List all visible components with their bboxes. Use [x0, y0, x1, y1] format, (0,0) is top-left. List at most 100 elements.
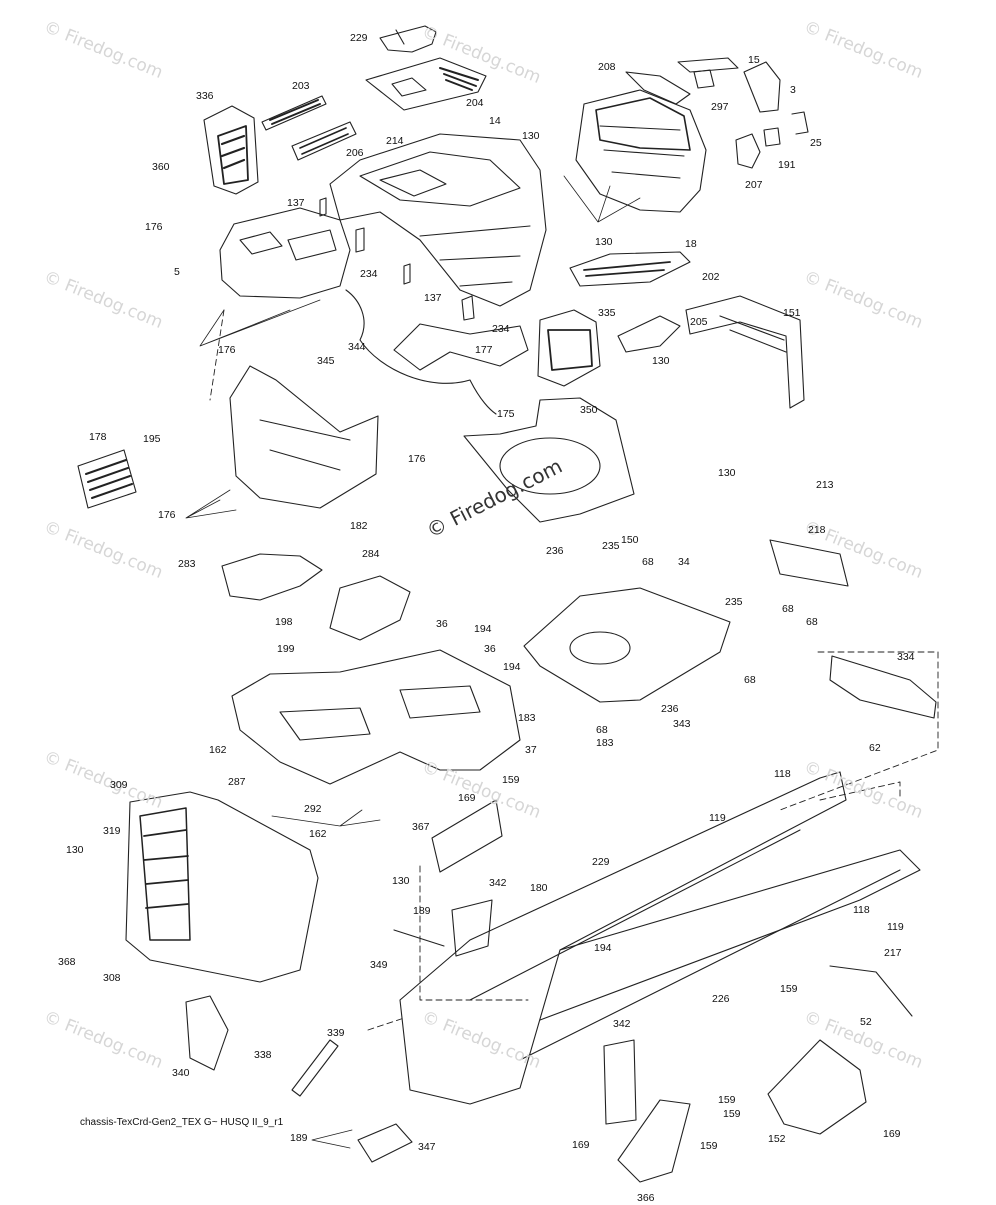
callout-194b: 194 [503, 661, 521, 673]
callout-169b: 169 [572, 1139, 590, 1151]
part-5-dash [219, 207, 351, 299]
part-205-trim [617, 315, 681, 353]
callout-236b: 236 [661, 703, 679, 715]
part-180-chassis-frame [399, 771, 921, 1105]
callout-169c: 169 [883, 1128, 901, 1140]
callout-62: 62 [869, 742, 881, 754]
callout-203: 203 [292, 80, 310, 92]
callout-182: 182 [350, 520, 368, 532]
part-349-rod [393, 929, 445, 947]
callout-349: 349 [370, 959, 388, 971]
callout-130c: 130 [652, 355, 670, 367]
callout-338: 338 [254, 1049, 272, 1061]
callout-130d: 130 [718, 467, 736, 479]
callout-162: 162 [209, 744, 227, 756]
part-130-grille-assembly [575, 89, 707, 213]
callout-159b: 159 [780, 983, 798, 995]
callout-194: 194 [474, 623, 492, 635]
callout-52: 52 [860, 1016, 872, 1028]
part-15-trim [677, 57, 739, 73]
callout-213: 213 [816, 479, 834, 491]
callout-234: 234 [360, 268, 378, 280]
callout-234b: 234 [492, 323, 510, 335]
callout-235: 235 [602, 540, 620, 552]
callout-207: 207 [745, 179, 763, 191]
callout-151: 151 [783, 307, 801, 319]
callout-287: 287 [228, 776, 246, 788]
callout-229b: 229 [592, 856, 610, 868]
drawing-code: chassis-TexCrd-Gen2_TEX G~ HUSQ II_9_r1 [80, 1117, 284, 1128]
callout-137: 137 [287, 197, 305, 209]
callout-342: 342 [489, 877, 507, 889]
callout-226: 226 [712, 993, 730, 1005]
part-151-bracket [685, 295, 805, 409]
callout-367: 367 [412, 821, 430, 833]
callout-159e: 159 [700, 1140, 718, 1152]
part-25-clip [791, 111, 809, 135]
callout-214: 214 [386, 135, 404, 147]
callout-283: 283 [178, 558, 196, 570]
part-218-bracket [769, 539, 849, 587]
part-340-grille [185, 995, 229, 1071]
part-284-seat-pan [329, 575, 411, 641]
callout-194c: 194 [594, 942, 612, 954]
callout-345: 345 [317, 355, 335, 367]
callout-205: 205 [690, 316, 708, 328]
callout-198: 198 [275, 616, 293, 628]
callout-199: 199 [277, 643, 295, 655]
callout-152: 152 [768, 1133, 786, 1145]
callout-68c: 68 [806, 616, 818, 628]
callout-3: 3 [790, 84, 796, 96]
callout-204: 204 [466, 97, 484, 109]
callout-118b: 118 [853, 904, 870, 916]
part-334-bracket [829, 655, 937, 719]
callout-36: 36 [436, 618, 448, 630]
part-34-plate [523, 587, 731, 703]
callout-130: 130 [522, 130, 540, 142]
callout-68b: 68 [782, 603, 794, 615]
part-175-bracket [393, 323, 529, 371]
callout-137b: 137 [424, 292, 442, 304]
part-182-panel [229, 365, 379, 509]
callout-342b: 342 [613, 1018, 631, 1030]
part-191-clip [763, 127, 781, 147]
callout-336: 336 [196, 90, 214, 102]
part-152-cover [767, 1039, 867, 1135]
part-344-cable [345, 289, 497, 415]
part-137-decal [319, 197, 411, 285]
callout-368: 368 [58, 956, 76, 968]
callout-130b: 130 [595, 236, 613, 248]
callout-202: 202 [702, 271, 720, 283]
part-3-bracket [743, 61, 781, 113]
callout-347: 347 [418, 1141, 436, 1153]
callout-15: 15 [748, 54, 760, 66]
callout-177: 177 [475, 344, 493, 356]
callout-366: 366 [637, 1192, 655, 1204]
callout-292: 292 [304, 803, 322, 815]
part-203-grill-insert [261, 95, 327, 131]
callout-189b: 189 [290, 1132, 308, 1144]
part-150-frame [463, 397, 635, 523]
callout-34: 34 [678, 556, 690, 568]
callout-119: 119 [709, 812, 726, 824]
callout-159c: 159 [718, 1094, 736, 1106]
callout-159: 159 [502, 774, 520, 786]
part-37-fender [231, 649, 521, 785]
callout-176c: 176 [408, 453, 426, 465]
callout-37: 37 [525, 744, 537, 756]
callout-5: 5 [174, 266, 180, 278]
callout-350: 350 [580, 404, 598, 416]
callout-68: 68 [642, 556, 654, 568]
callout-183b: 183 [596, 737, 614, 749]
callout-176b: 176 [218, 344, 236, 356]
part-202-lower-grille [569, 251, 691, 287]
part-283-fender-top [221, 553, 323, 601]
callout-169: 169 [458, 792, 476, 804]
part-297-clip [693, 69, 715, 89]
callout-308: 308 [103, 972, 121, 984]
callout-183: 183 [518, 712, 536, 724]
part-206-insert [291, 121, 357, 161]
callout-159d: 159 [723, 1108, 741, 1120]
callout-68e: 68 [596, 724, 608, 736]
